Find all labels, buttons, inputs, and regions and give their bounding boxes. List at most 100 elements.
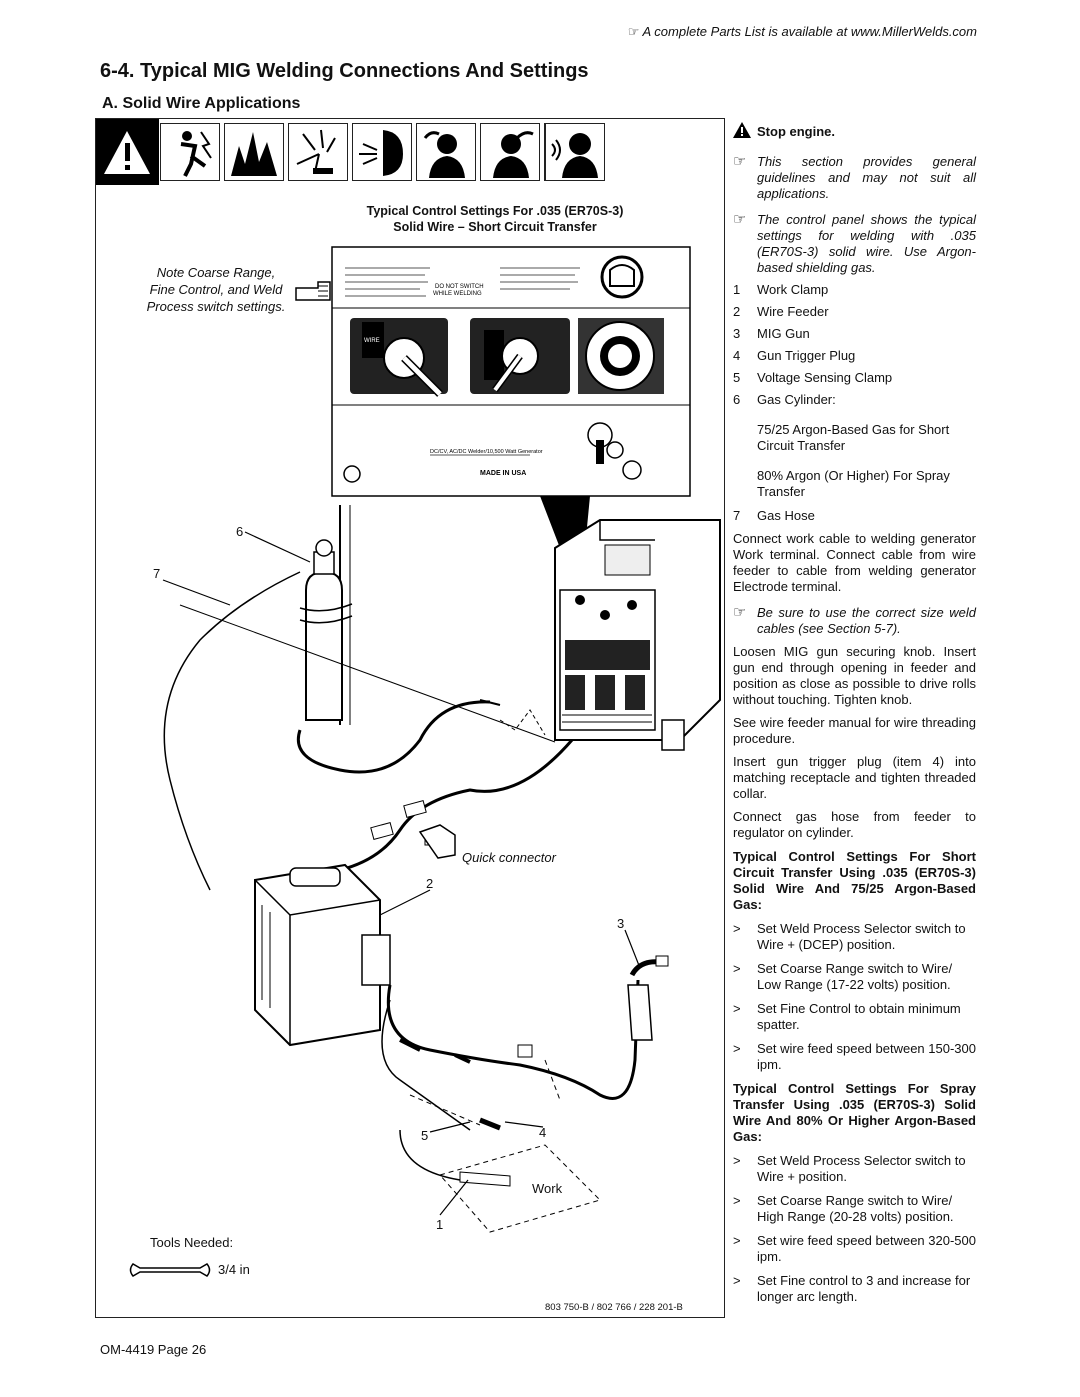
wrench-icon xyxy=(129,1263,211,1277)
welding-generator xyxy=(554,519,721,751)
page-footer: OM-4419 Page 26 xyxy=(100,1342,207,1357)
settings-title-line2: Solid Wire – Short Circuit Transfer xyxy=(393,220,597,234)
step-marker: > xyxy=(733,1001,741,1016)
item-label: Gas Hose xyxy=(757,508,815,523)
pointing-hand-icon: ☞ xyxy=(733,211,747,228)
step-text: Set wire feed speed between 320-500 ipm. xyxy=(757,1233,976,1264)
step-marker: > xyxy=(733,1233,741,1248)
svg-text:WIRE: WIRE xyxy=(364,338,380,344)
hazard-icon xyxy=(96,119,159,185)
note-coarse-range: Note Coarse Range, Fine Control, and Wel… xyxy=(146,265,286,314)
section-title: 6-4. Typical MIG Welding Connections And… xyxy=(100,60,589,82)
callout-7: 7 xyxy=(153,566,161,581)
fumes-icon xyxy=(480,123,540,181)
arc-rays-icon xyxy=(288,123,348,181)
list-item: >Set Coarse Range switch to Wire/ Low Ra… xyxy=(733,961,976,993)
list-item: > Set wire feed speed between 320-500 ipm… xyxy=(733,1233,976,1265)
list-item: 1 Work Clamp xyxy=(733,282,976,298)
paragraph-insert-plug: Insert gun trigger plug (item 4) into ma… xyxy=(733,754,976,801)
noise-icon xyxy=(545,123,605,181)
control-panel: DO NOT SWITCH WHILE WELDING WIRE DC/CV, … xyxy=(331,246,691,497)
warning-strip xyxy=(96,119,609,185)
fumes-icon xyxy=(416,123,476,181)
work-clamp xyxy=(399,1129,511,1187)
list-item: 6 Gas Cylinder: xyxy=(733,392,976,408)
list-item: 2 Wire Feeder xyxy=(733,304,976,320)
item-number: 1 xyxy=(733,282,741,297)
callout-2: 2 xyxy=(426,876,434,891)
note-control-panel: ☞ The control panel shows the typical se… xyxy=(733,212,976,276)
step-marker: > xyxy=(733,1273,741,1288)
callout-5: 5 xyxy=(421,1128,429,1143)
part-numbers: 803 750-B / 802 766 / 228 201-B xyxy=(545,1302,683,1313)
list-item: > Set Coarse Range switch to Wire/ High R… xyxy=(733,1193,976,1225)
item-number: 2 xyxy=(733,304,741,319)
pointing-hand-icon xyxy=(418,824,456,859)
instructions-column: Stop engine. ☞ This section provides gen… xyxy=(733,122,976,1305)
step-marker: > xyxy=(733,1193,741,1208)
paragraph-connect-work: Connect work cable to welding generator … xyxy=(733,531,976,594)
pointing-hand-icon xyxy=(295,281,331,301)
step-text: Set Coarse Range switch to Wire/ High Ra… xyxy=(757,1193,954,1224)
pointing-hand-icon: ☞ xyxy=(733,153,747,170)
fire-explosion-icon xyxy=(224,123,284,181)
item-label: Work Clamp xyxy=(757,282,829,297)
step-text: Set Weld Process Selector switch to Wire… xyxy=(757,1153,966,1184)
header-note: ☞ A complete Parts List is available at … xyxy=(628,24,977,40)
item-label: Gas Cylinder: xyxy=(757,392,836,407)
step-text: Set Fine Control to obtain minimum spatt… xyxy=(757,1001,961,1032)
subsection-title: A. Solid Wire Applications xyxy=(102,95,301,112)
callout-3: 3 xyxy=(617,916,625,931)
mig-gun xyxy=(627,955,669,1041)
item-number: 6 xyxy=(733,392,741,407)
wire-feeder xyxy=(254,863,391,1047)
gas-cylinder xyxy=(299,505,353,725)
list-item: > Set Fine Control to obtain minimum spat… xyxy=(733,1001,976,1033)
paragraph-connect-gas: Connect gas hose from feeder to regulato… xyxy=(733,809,976,840)
note-general: ☞ This section provides general guidelin… xyxy=(733,154,976,202)
svg-text:DO NOT SWITCH: DO NOT SWITCH xyxy=(435,284,484,290)
item-label: Wire Feeder xyxy=(757,304,829,319)
work-label: Work xyxy=(532,1181,563,1196)
item-label: Voltage Sensing Clamp xyxy=(757,370,893,385)
list-item: 5 Voltage Sensing Clamp xyxy=(733,370,976,386)
step-text: Set Coarse Range switch to Wire/ Low Ran… xyxy=(757,961,953,992)
settings-title-line1: Typical Control Settings For .035 (ER70S… xyxy=(366,204,624,218)
step-marker: > xyxy=(733,1153,741,1168)
note-general-text: This section provides general guidelines… xyxy=(757,154,976,201)
figure-frame xyxy=(95,118,725,1318)
item-label: MIG Gun xyxy=(757,326,810,341)
list-item: > Set Weld Process Selector switch to Wir… xyxy=(733,921,976,953)
callout-1: 1 xyxy=(436,1217,444,1232)
list-item: >Set Fine control to 3 and increase for … xyxy=(733,1273,976,1305)
note-cable-size: ☞ Be sure to use the correct size weld c… xyxy=(733,605,976,637)
svg-text:MADE IN USA: MADE IN USA xyxy=(480,470,526,477)
list-item: > Set Weld Process Selector switch to Wir… xyxy=(733,1153,976,1185)
note-cable-size-text: Be sure to use the correct size weld cab… xyxy=(757,605,976,636)
item-number: 3 xyxy=(733,326,741,341)
paragraph-loosen-knob: Loosen MIG gun securing knob. Insert gun… xyxy=(733,644,976,707)
tool-size: 3/4 in xyxy=(218,1262,250,1277)
short-circuit-heading: Typical Control Settings For Short Circu… xyxy=(733,849,976,912)
item-number: 5 xyxy=(733,370,741,385)
step-marker: > xyxy=(733,921,741,936)
quick-connector-label: Quick connector xyxy=(462,850,556,865)
welding-mask-icon xyxy=(352,123,412,181)
gas-short-circuit: 75/25 Argon-Based Gas for Short Circuit … xyxy=(757,422,950,453)
step-text: Set wire feed speed between 150-300 ipm. xyxy=(757,1041,976,1072)
list-item: 7 Gas Hose xyxy=(733,508,976,524)
list-item: > Set wire feed speed between 150-300 ipm… xyxy=(733,1041,976,1073)
item-label: Gun Trigger Plug xyxy=(757,348,856,363)
paragraph-see-manual: See wire feeder manual for wire threadin… xyxy=(733,715,976,746)
callout-4: 4 xyxy=(539,1125,547,1140)
step-marker: > xyxy=(733,1041,741,1056)
stop-engine-text: Stop engine. xyxy=(757,124,835,139)
step-text: Set Weld Process Selector switch to Wire… xyxy=(757,921,966,952)
tools-needed-label: Tools Needed: xyxy=(150,1235,234,1250)
pointing-hand-icon: ☞ xyxy=(733,604,747,621)
item-number: 7 xyxy=(733,508,741,523)
svg-text:WHILE WELDING: WHILE WELDING xyxy=(433,291,482,297)
welding-connections-diagram: DO NOT SWITCH WHILE WELDING WIRE DC/CV, … xyxy=(129,246,721,1277)
gas-spray: 80% Argon (Or Higher) For Spray Transfer xyxy=(757,468,950,499)
